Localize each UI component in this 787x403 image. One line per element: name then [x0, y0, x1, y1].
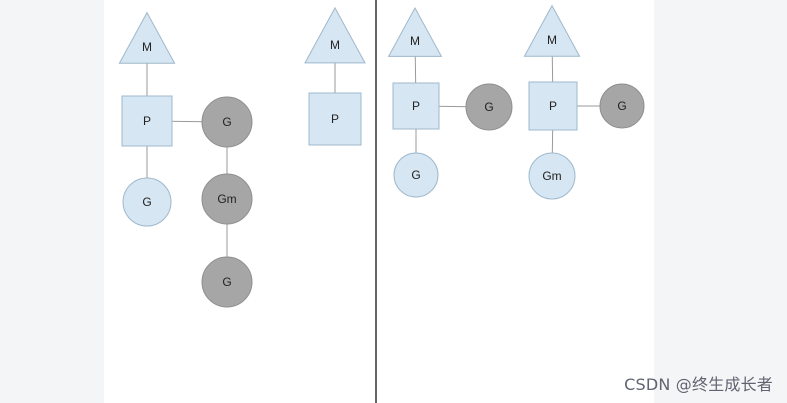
node-label: M: [410, 34, 420, 48]
node-r-g-run1: G: [465, 83, 513, 131]
node-label: M: [547, 33, 557, 47]
node-r-p1: P: [392, 82, 440, 130]
gm-circle: [201, 173, 253, 225]
node-label: P: [412, 99, 420, 113]
node-l-gm: Gm: [201, 173, 253, 225]
machine-triangle: [523, 4, 581, 57]
machine-triangle: [118, 11, 176, 64]
node-r-gm: Gm: [528, 152, 576, 200]
machine-triangle: [387, 6, 443, 57]
gm-circle: [528, 152, 576, 200]
machine-triangle: [304, 6, 366, 64]
processor-square: [392, 82, 440, 130]
node-r-g-run2: G: [599, 83, 645, 129]
goroutine-circle: [393, 152, 439, 198]
processor-square: [308, 92, 362, 146]
node-l-g-local: G: [122, 177, 172, 227]
goroutine-circle: [599, 83, 645, 129]
processor-square: [528, 81, 578, 131]
goroutine-circle: [201, 96, 253, 148]
node-label: G: [222, 115, 231, 129]
node-r-m1: M: [387, 6, 443, 57]
node-label: P: [549, 99, 557, 113]
processor-square: [121, 95, 173, 147]
node-l-p1: P: [121, 95, 173, 147]
node-r-m2: M: [523, 4, 581, 57]
node-l-m1: M: [118, 11, 176, 64]
node-label: G: [617, 99, 626, 113]
node-label: P: [331, 112, 339, 126]
node-l-g-bottom: G: [201, 256, 253, 308]
node-r-g-local1: G: [393, 152, 439, 198]
node-label: G: [411, 168, 420, 182]
goroutine-circle: [201, 256, 253, 308]
node-label: G: [484, 100, 493, 114]
watermark-text: CSDN @终生成长者: [624, 375, 773, 394]
node-label: G: [142, 195, 151, 209]
node-label: G: [222, 275, 231, 289]
node-label: P: [143, 114, 151, 128]
node-l-g-run: G: [201, 96, 253, 148]
node-label: M: [330, 38, 340, 52]
node-label: Gm: [542, 169, 561, 183]
node-l-p2: P: [308, 92, 362, 146]
goroutine-circle: [122, 177, 172, 227]
node-r-p2: P: [528, 81, 578, 131]
node-l-m2: M: [304, 6, 366, 64]
node-label: M: [142, 40, 152, 54]
node-label: Gm: [217, 192, 236, 206]
goroutine-circle: [465, 83, 513, 131]
